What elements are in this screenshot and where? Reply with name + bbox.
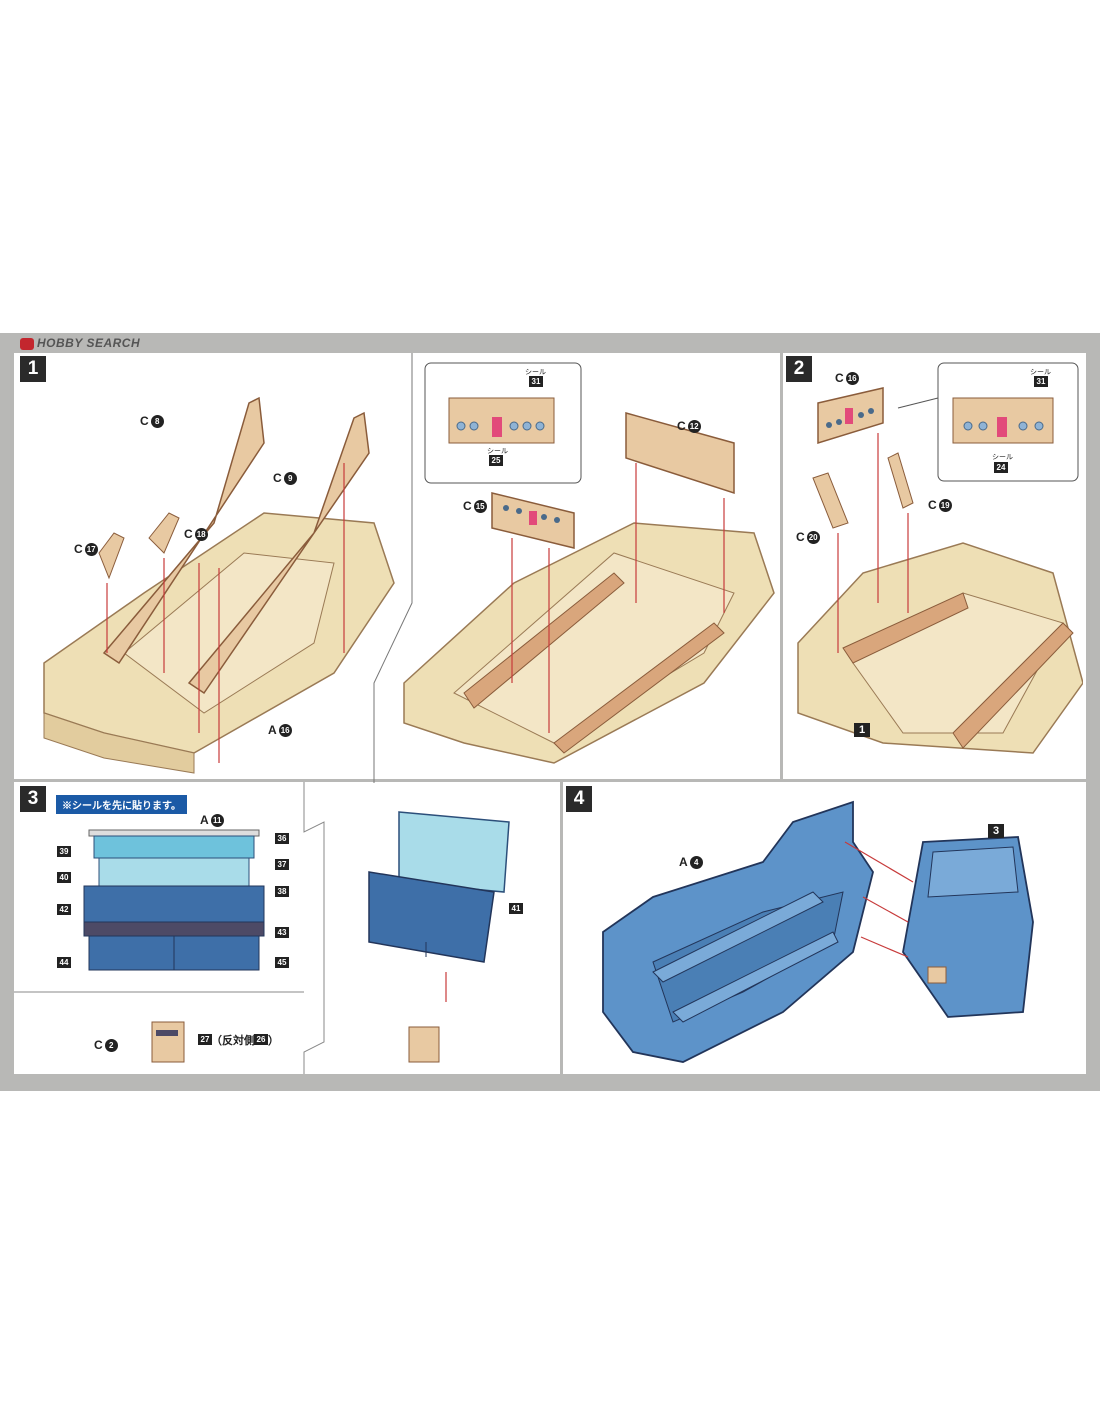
seal-42: 42: [57, 904, 71, 915]
step2-diagram: [797, 362, 1083, 754]
seal-44: 44: [57, 957, 71, 968]
step1-diagram: [43, 353, 775, 783]
seal-45: 45: [275, 957, 289, 968]
seal-43: 43: [275, 927, 289, 938]
opposite-side-label: （反対側: [211, 1035, 255, 1047]
seal-36: 36: [275, 833, 289, 844]
brand-logo: [20, 337, 34, 350]
part-c18: [148, 512, 180, 554]
seal-39: 39: [57, 846, 71, 857]
deck-step1b: [403, 522, 775, 764]
seal-caption: シール: [1030, 369, 1051, 376]
part-c19: [887, 452, 914, 509]
part-c2-small: [408, 1026, 440, 1063]
brand-name: HOBBY SEARCH: [37, 336, 141, 350]
part-c2: [151, 1021, 185, 1063]
step-number-2: 2: [786, 356, 812, 382]
seal-31-a: 31: [529, 376, 543, 387]
rail-c9: [187, 411, 370, 695]
step3-diagram: [14, 782, 510, 1074]
seal-24: 24: [994, 462, 1008, 473]
seal-26: 26: [254, 1034, 268, 1045]
part-c20: [812, 472, 849, 529]
seal-27: 27: [198, 1034, 212, 1045]
step4-diagram: [602, 800, 1034, 1063]
seal-caption: シール: [487, 448, 508, 455]
seal-31-b: 31: [1034, 376, 1048, 387]
rail-c8: [102, 396, 265, 665]
ref-step-1: 1: [854, 723, 870, 737]
brand-watermark: HOBBY SEARCH: [20, 336, 140, 350]
seal-38: 38: [275, 886, 289, 897]
seal-caption: シール: [992, 454, 1013, 461]
step-number-4: 4: [566, 786, 592, 812]
seal-41: 41: [509, 903, 523, 914]
seal-37: 37: [275, 859, 289, 870]
close-paren: ）: [268, 1035, 279, 1047]
step-number-1: 1: [20, 356, 46, 382]
step-number-3: 3: [20, 786, 46, 812]
note-apply-seals-first: ※シールを先に貼ります。: [56, 795, 187, 814]
part-c12: [625, 412, 735, 495]
seal-40: 40: [57, 872, 71, 883]
seal-caption: シール: [525, 369, 546, 376]
part-c17: [98, 532, 125, 580]
seal-25: 25: [489, 455, 503, 466]
ref-step-3: 3: [988, 824, 1004, 838]
